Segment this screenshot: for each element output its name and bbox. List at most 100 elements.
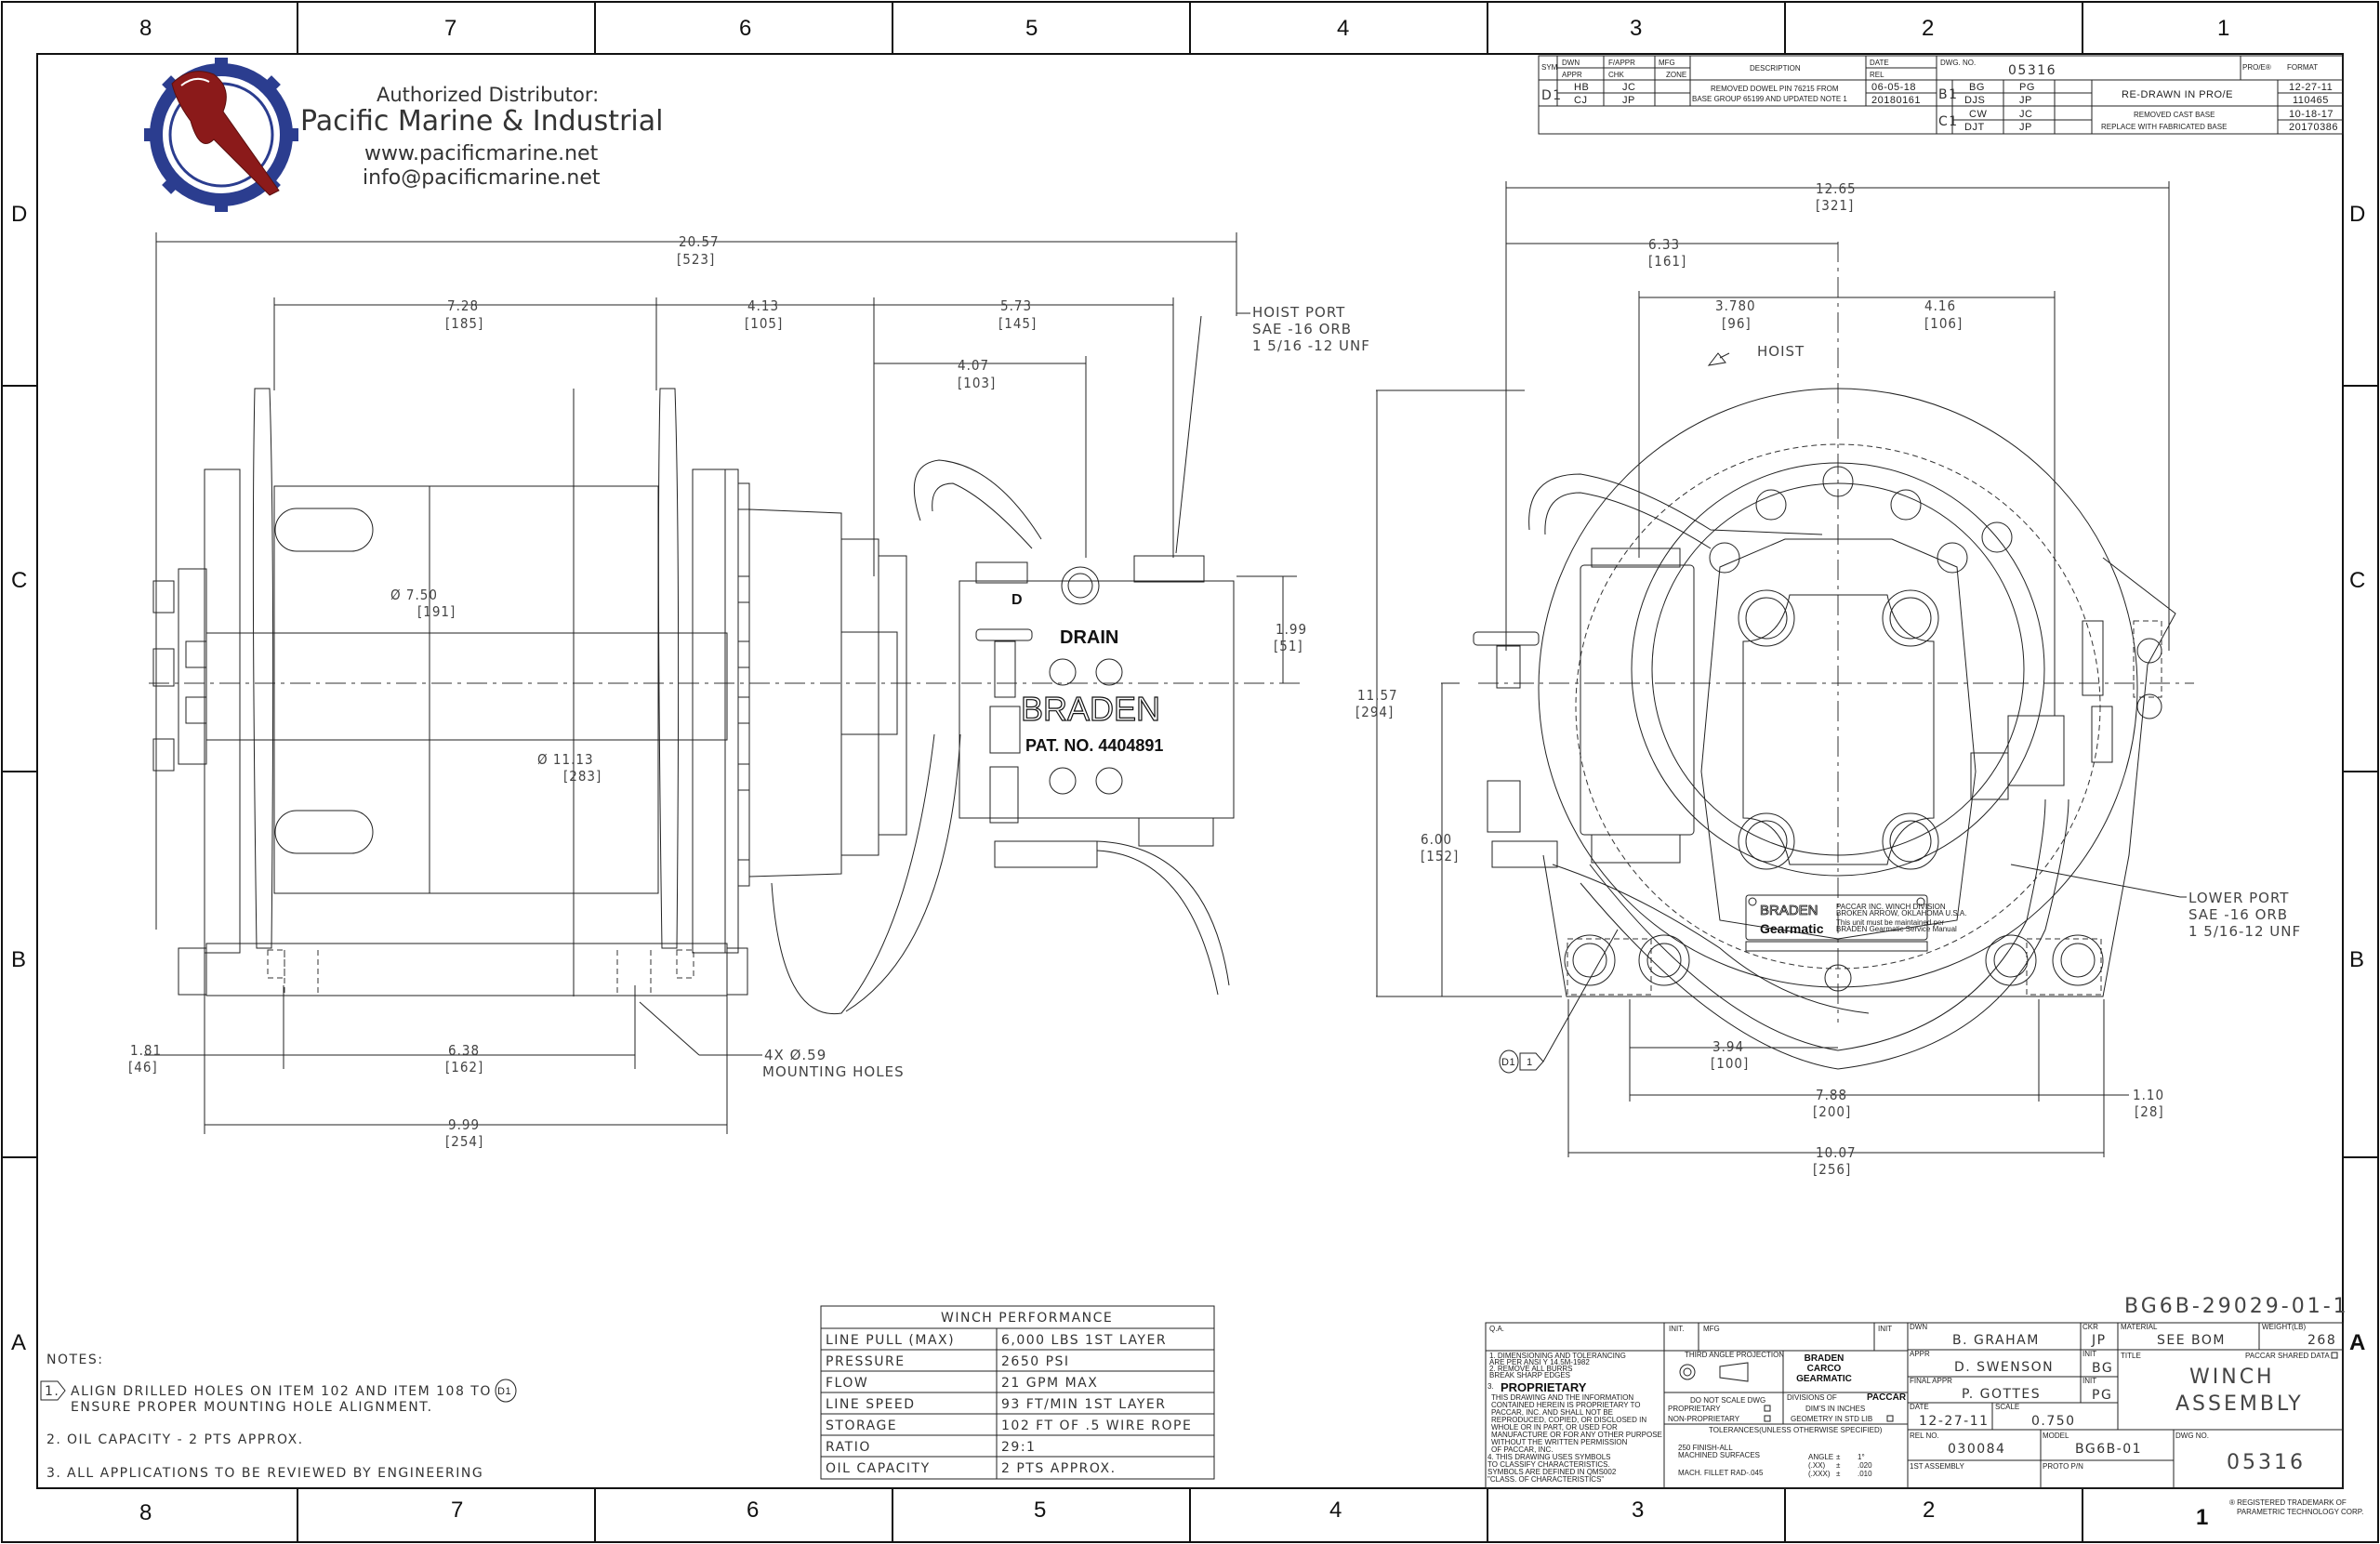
svg-text:[145]: [145] [998, 315, 1037, 332]
svg-text:PACCAR SHARED DATA: PACCAR SHARED DATA [2245, 1352, 2330, 1360]
weight: 268 [2307, 1333, 2336, 1348]
svg-text:29:1: 29:1 [1001, 1440, 1036, 1455]
svg-text:.020: .020 [1858, 1461, 1872, 1470]
general-note-3-number: 3. [1488, 1382, 1494, 1391]
svg-text:[294]: [294] [1355, 704, 1394, 720]
svg-text:HOIST PORT: HOIST PORT [1252, 304, 1345, 321]
svg-text:DWN: DWN [1910, 1323, 1927, 1331]
svg-text:WHOLE OR IN PART, OR USED FOR: WHOLE OR IN PART, OR USED FOR [1491, 1423, 1618, 1432]
zone-col-label: 2 [1923, 1498, 1935, 1523]
svg-text:CKR: CKR [2082, 1323, 2098, 1331]
drawing-title-line1: WINCH [2189, 1366, 2275, 1389]
zone-row-label: D [11, 202, 27, 227]
revision-dwg-number: 05316 [2008, 63, 2056, 78]
svg-text:LINE PULL (MAX): LINE PULL (MAX) [826, 1333, 955, 1348]
approved-by: D. SWENSON [1954, 1360, 2054, 1375]
svg-text:FORMAT: FORMAT [2287, 63, 2318, 72]
zone-row-label: D [2349, 202, 2365, 227]
proprietary-checkbox[interactable] [1764, 1405, 1771, 1412]
svg-text:SYM: SYM [1541, 63, 1558, 72]
svg-text:9.99: 9.99 [448, 1116, 480, 1133]
zone-col-label: 1 [2196, 1505, 2208, 1530]
shared-data-checkbox[interactable] [2331, 1352, 2338, 1359]
svg-text:1 5/16 -12 UNF: 1 5/16 -12 UNF [1252, 337, 1370, 354]
hoist-label: HOIST [1757, 343, 1805, 360]
svg-text:110465: 110465 [2293, 95, 2329, 106]
svg-text:TITLE: TITLE [2121, 1352, 2141, 1360]
svg-text:4X Ø.59: 4X Ø.59 [764, 1047, 826, 1063]
svg-text:REPLACE WITH FABRICATED BASE: REPLACE WITH FABRICATED BASE [2101, 123, 2227, 131]
svg-text:BRADEN Gearmatic Service Manua: BRADEN Gearmatic Service Manual [1836, 925, 1957, 933]
svg-text:This unit must be maintained p: This unit must be maintained per [1836, 918, 1944, 927]
svg-text:PG: PG [2019, 82, 2035, 93]
svg-text:DO NOT SCALE DWG: DO NOT SCALE DWG [1690, 1396, 1765, 1405]
svg-text:102 FT OF .5 WIRE ROPE: 102 FT OF .5 WIRE ROPE [1001, 1419, 1192, 1433]
zone-col-label: 3 [1630, 16, 1642, 41]
svg-text:PRESSURE: PRESSURE [826, 1354, 906, 1369]
svg-text:CHK: CHK [1608, 71, 1625, 79]
side-view: D DRAIN BRADEN PAT. NO. 4404891 [128, 232, 1370, 1150]
svg-text:REMOVED CAST BASE: REMOVED CAST BASE [2134, 111, 2215, 119]
svg-text:11.57: 11.57 [1357, 687, 1398, 704]
svg-text:3.94: 3.94 [1712, 1038, 1744, 1055]
distributor-name: Pacific Marine & Industrial [300, 105, 663, 138]
svg-text:[523]: [523] [677, 251, 715, 268]
svg-text:4.16: 4.16 [1924, 297, 1956, 314]
zone-labels-bottom: 8 7 6 5 4 3 2 1 [139, 1498, 2208, 1530]
svg-text:F/APPR: F/APPR [1608, 59, 1635, 67]
model-number: BG6B-01 [2075, 1442, 2142, 1457]
svg-text:6.00: 6.00 [1421, 831, 1452, 848]
svg-text:10.07: 10.07 [1816, 1144, 1857, 1161]
svg-text:WITHOUT THE WRITTEN PERMISSION: WITHOUT THE WRITTEN PERMISSION [1491, 1438, 1628, 1446]
drawing-date: 12-27-11 [1919, 1414, 1990, 1429]
svg-text:DIVISIONS OF: DIVISIONS OF [1787, 1393, 1837, 1402]
svg-text:12-27-11: 12-27-11 [2289, 82, 2333, 93]
drum-barrel [273, 485, 659, 894]
svg-text:FINAL APPR: FINAL APPR [1910, 1377, 1952, 1385]
svg-text:7.28: 7.28 [447, 297, 479, 314]
valve-patent-text: PAT. NO. 4404891 [1025, 736, 1163, 755]
svg-text:REL: REL [1870, 71, 1884, 79]
non-proprietary-checkbox[interactable] [1764, 1415, 1771, 1422]
nameplate-brand: BRADEN [1760, 903, 1818, 918]
zone-col-label: 4 [1329, 1498, 1342, 1523]
svg-text:DJT: DJT [1964, 122, 1985, 133]
distributor-website: www.pacificmarine.net [364, 142, 599, 165]
svg-text:20.57: 20.57 [679, 233, 720, 250]
side-view-dim-labels: 20.57[523] 7.28[185] 4.13[105] 5.73[145]… [128, 233, 1307, 1150]
svg-text:93 FT/MIN 1ST LAYER: 93 FT/MIN 1ST LAYER [1001, 1397, 1167, 1412]
nameplate-sub: Gearmatic [1760, 921, 1824, 936]
lower-port-callout: LOWER PORT SAE -16 ORB 1 5/16-12 UNF [2188, 890, 2300, 940]
svg-text:ZONE: ZONE [1666, 71, 1686, 79]
svg-text:STORAGE: STORAGE [826, 1419, 897, 1433]
hoist-port-callout: HOIST PORT SAE -16 ORB 1 5/16 -12 UNF [1236, 304, 1370, 354]
svg-text:DESCRIPTION: DESCRIPTION [1750, 64, 1801, 73]
svg-text:INIT: INIT [1878, 1325, 1892, 1333]
svg-text:1.99: 1.99 [1276, 621, 1307, 638]
svg-text:LOWER PORT: LOWER PORT [2188, 890, 2289, 906]
svg-text:Ø 7.50: Ø 7.50 [390, 587, 438, 603]
std-lib-checkbox[interactable] [1886, 1415, 1894, 1422]
svg-text:4.13: 4.13 [747, 297, 779, 314]
motor-bolts [1738, 589, 1939, 870]
svg-text:THIS DRAWING AND THE INFORMATI: THIS DRAWING AND THE INFORMATION [1491, 1393, 1633, 1402]
zone-col-label: 4 [1337, 16, 1349, 41]
svg-text:MATERIAL: MATERIAL [2121, 1323, 2158, 1331]
distributor-email: info@pacificmarine.net [363, 166, 601, 190]
svg-text:JC: JC [2019, 109, 2032, 120]
svg-text:CW: CW [1969, 109, 1987, 120]
svg-text:SAE -16 ORB: SAE -16 ORB [1252, 321, 1352, 337]
drawing-title-line2: ASSEMBLY [2175, 1392, 2304, 1416]
distributor-heading: Authorized Distributor: [377, 84, 599, 106]
svg-text:NON-PROPRIETARY: NON-PROPRIETARY [1668, 1415, 1740, 1423]
svg-text:[106]: [106] [1924, 315, 1963, 332]
svg-text:[103]: [103] [958, 375, 996, 391]
svg-text:"CLASS. OF CHARACTERISTICS": "CLASS. OF CHARACTERISTICS" [1488, 1475, 1604, 1484]
trademark-line2: PARAMETRIC TECHNOLOGY CORP. [2237, 1508, 2363, 1516]
drum-flange-outline [1538, 388, 2138, 988]
final-approval: P. GOTTES [1962, 1387, 2041, 1402]
svg-text:[46]: [46] [128, 1059, 158, 1076]
svg-text:JP: JP [1622, 95, 1635, 106]
svg-text:OIL CAPACITY: OIL CAPACITY [826, 1461, 931, 1476]
svg-text:[105]: [105] [745, 315, 783, 332]
